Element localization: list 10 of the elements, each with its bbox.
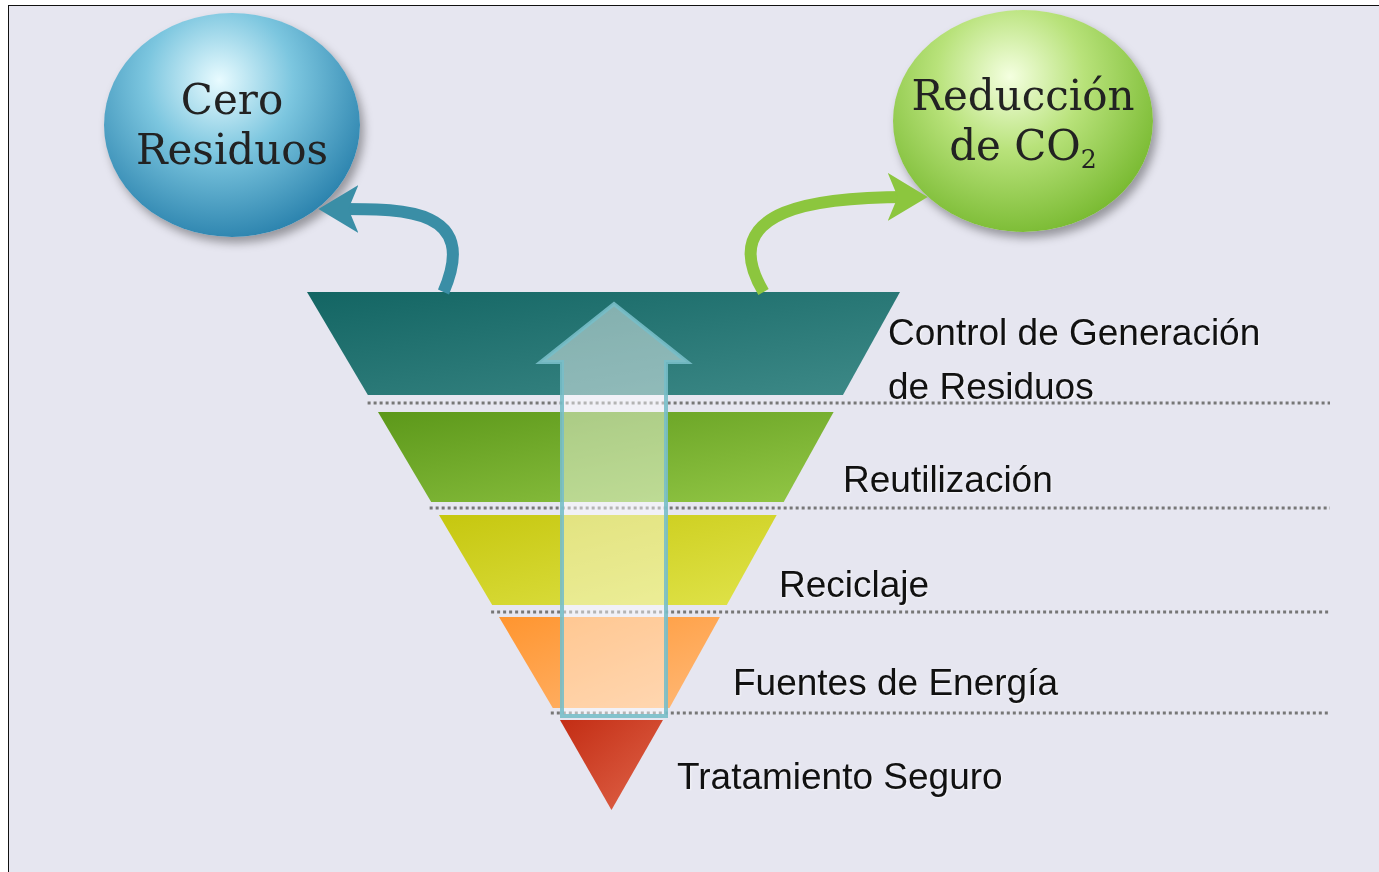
funnel-band [377,412,834,502]
level-label: Reciclaje [779,563,930,607]
funnel-tip-triangle [559,720,663,810]
level-label: Control de Generación de Residuos [888,311,1262,409]
curved-arrow [318,185,459,294]
funnel-band [438,515,777,605]
level-label: Fuentes de Energía [733,661,1058,705]
funnel-band [499,617,720,708]
level-label: Reutilización [843,458,1053,502]
level-label: Tratamiento Seguro [677,755,1003,799]
